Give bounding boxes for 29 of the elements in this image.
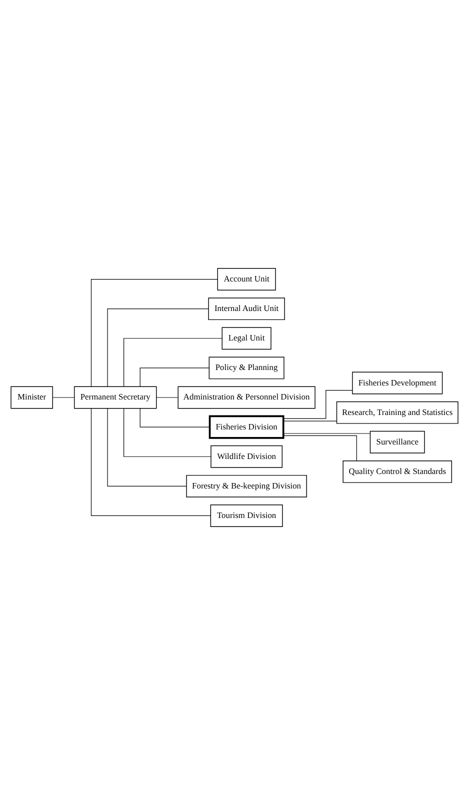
node-box: Research, Training and Statistics [336,401,458,424]
node-box: Wildlife Division [210,445,283,468]
connector [107,408,187,486]
connector [283,433,370,434]
connector [156,397,178,398]
node-box: Quality Control & Standards [342,460,452,483]
connector [140,408,210,428]
node-box: Policy & Planning [208,356,284,380]
connector [107,308,209,387]
node-box: Internal Audit Unit [208,298,285,320]
connector [283,420,337,422]
node-box: Forestry & Be-keeping Division [186,474,307,498]
node-box: Surveillance [370,430,425,454]
connector [90,278,218,387]
node-box: Permanent Secretary [74,386,157,409]
connector [124,338,222,387]
node-box: Legal Unit [222,327,272,350]
connector [90,408,211,516]
connector [52,397,75,398]
connector [283,390,353,419]
node-box: Fisheries Development [352,372,443,394]
connector [140,368,210,387]
node-box: Fisheries Division [208,415,284,439]
node-box: Administration & Personnel Division [178,386,316,409]
connector [283,435,357,461]
node-box: Tourism Division [210,504,283,527]
connector [124,408,212,457]
node-box: Account Unit [217,268,276,290]
node-box: Minister [10,386,53,409]
